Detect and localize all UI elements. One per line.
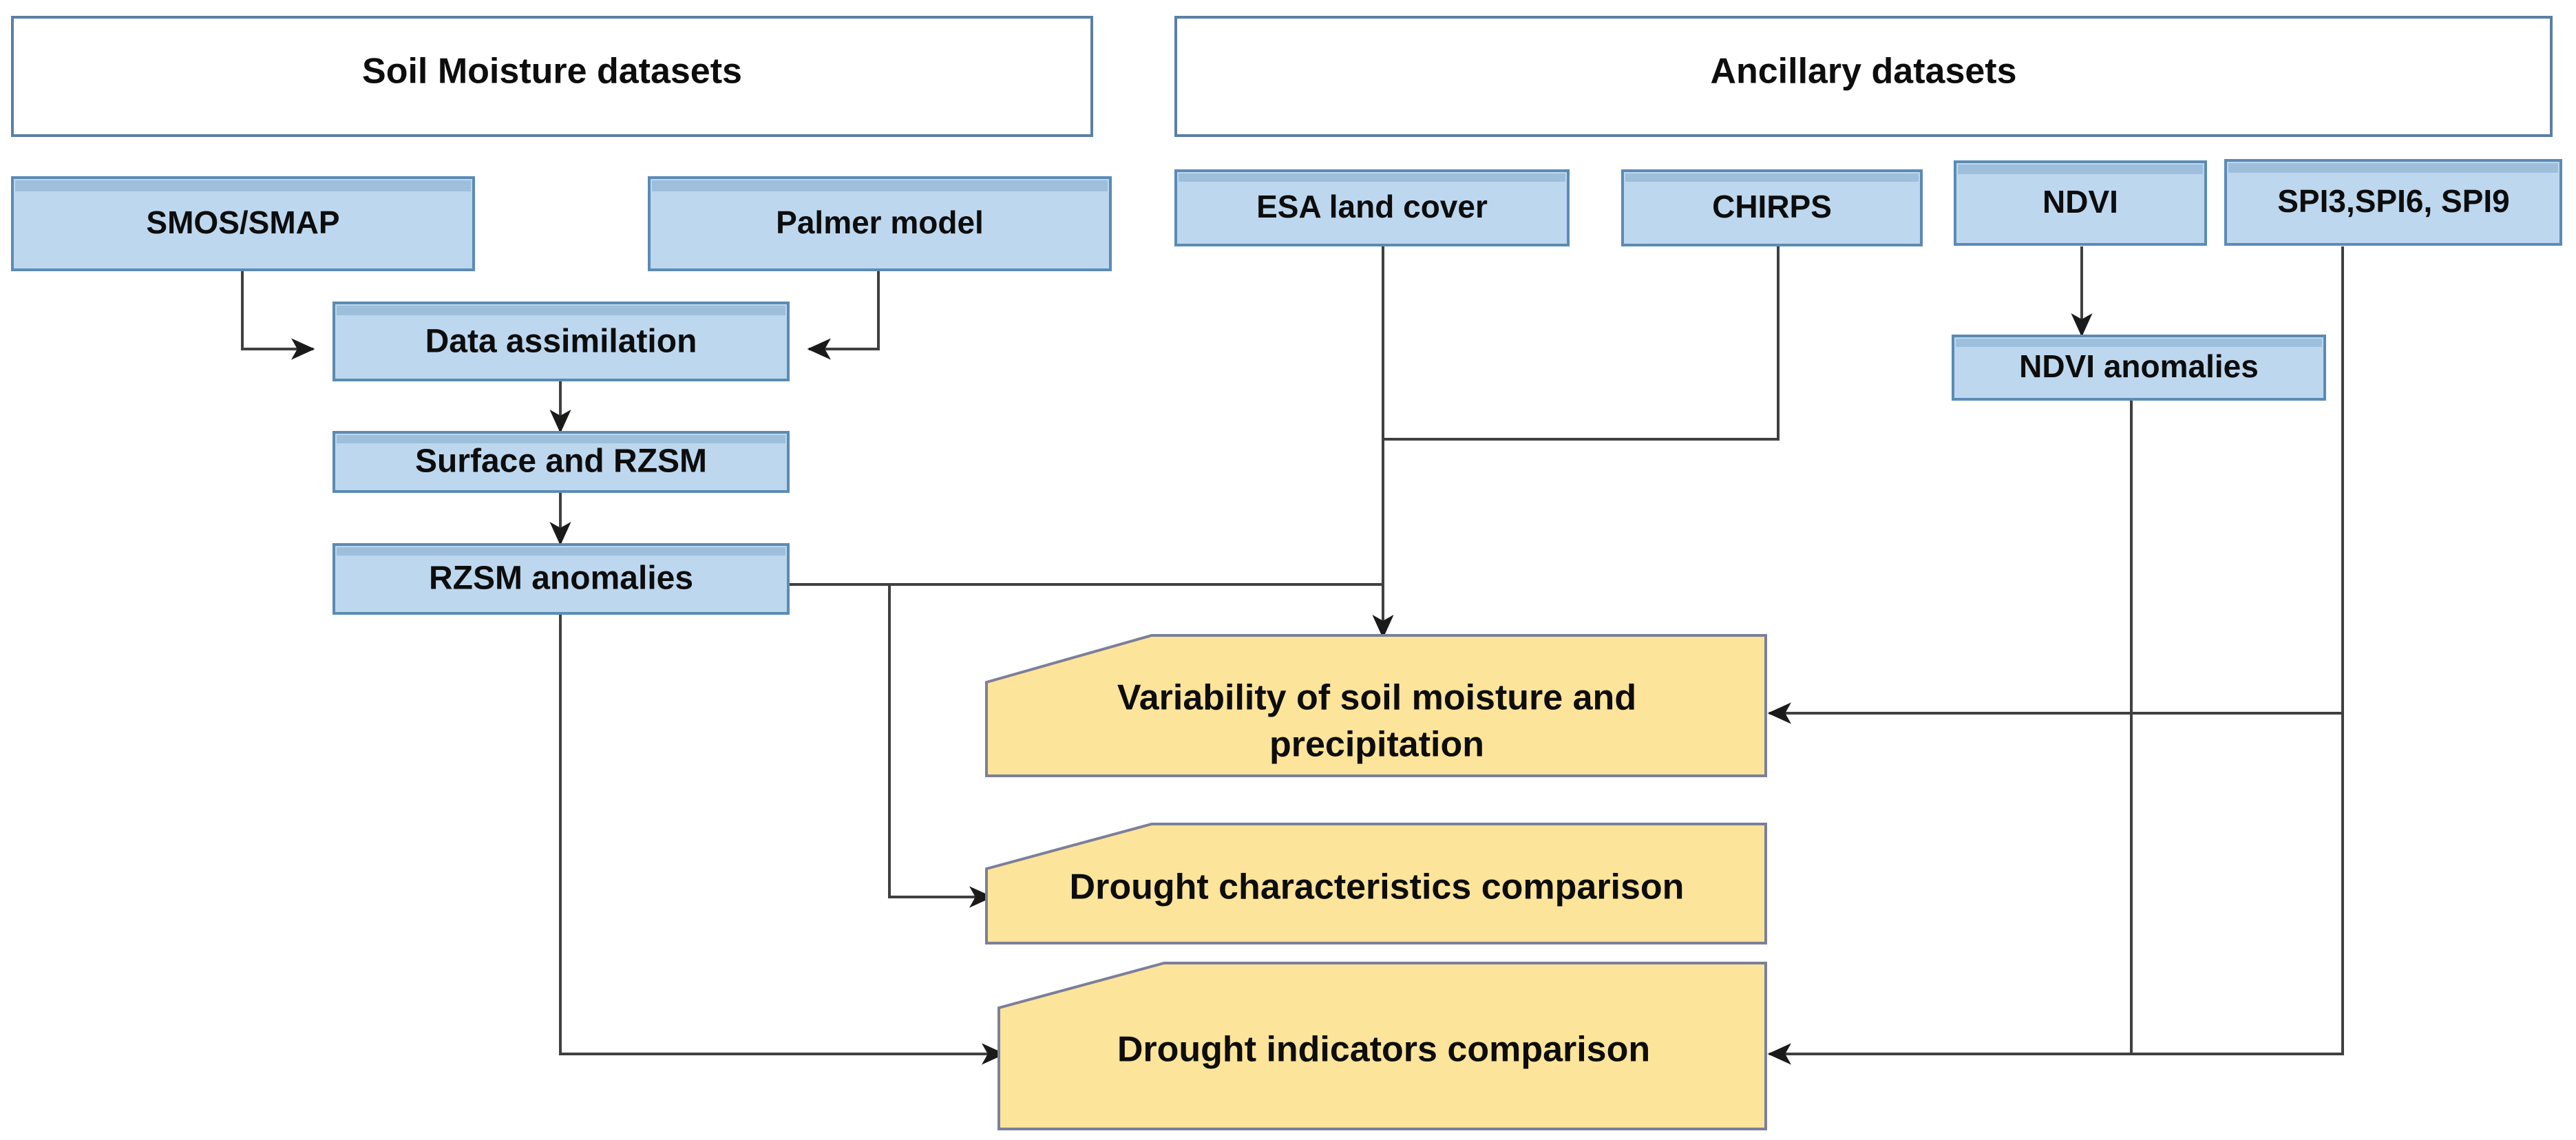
node-palmer-model[interactable]: Palmer model [648, 176, 1112, 271]
node-drought-ind-comp[interactable]: Drought indicators comparison [997, 962, 1767, 1130]
node-rzsm-anomalies[interactable]: RZSM anomalies [332, 543, 790, 615]
edge-spi-to-variability [1767, 246, 2344, 724]
node-ndvi-anomalies-label: NDVI anomalies [2019, 348, 2259, 384]
node-ndvi-anomalies[interactable]: NDVI anomalies [1952, 335, 2326, 401]
edge-rzsm-to-drought-indicators [559, 613, 1006, 1065]
node-drought-ind-comp-label: Drought indicators comparison [1117, 1030, 1650, 1070]
node-chirps-label: CHIRPS [1712, 189, 1832, 224]
edge-smos-to-assimilation [241, 270, 315, 360]
node-smos-smap[interactable]: SMOS/SMAP [11, 176, 475, 271]
edge-chirps-to-variability [1383, 246, 1780, 441]
node-variability-sm-precip[interactable]: Variability of soil moisture and precipi… [985, 634, 1767, 777]
node-variability-label-line1: Variability of soil moisture and [1117, 678, 1636, 718]
node-chirps[interactable]: CHIRPS [1621, 169, 1923, 246]
edge-palmer-to-assimilation [807, 270, 880, 360]
edge-ndvi-anomalies-to-drought-indicators [1767, 399, 2133, 1065]
soil-moisture-group: Soil Moisture datasets [11, 16, 1093, 137]
soil-moisture-group-label: Soil Moisture datasets [362, 52, 742, 92]
ancillary-group: Ancillary datasets [1174, 16, 2553, 137]
node-data-assimilation-label: Data assimilation [425, 324, 697, 360]
edge-spi-to-drought-indicators [2131, 713, 2344, 1055]
node-ndvi-label: NDVI [2042, 184, 2118, 220]
node-spi-indices[interactable]: SPI3,SPI6, SPI9 [2224, 159, 2562, 246]
node-spi-indices-label: SPI3,SPI6, SPI9 [2277, 183, 2510, 219]
node-palmer-model-label: Palmer model [776, 204, 984, 240]
node-drought-char-comp[interactable]: Drought characteristics comparison [985, 823, 1767, 944]
node-data-assimilation[interactable]: Data assimilation [332, 302, 790, 381]
ancillary-group-label: Ancillary datasets [1710, 52, 2016, 92]
node-variability-label-line2: precipitation [1269, 725, 1484, 765]
node-ndvi[interactable]: NDVI [1954, 160, 2207, 246]
node-surface-and-rzsm-label: Surface and RZSM [415, 443, 707, 480]
node-esa-land-cover[interactable]: ESA land cover [1174, 169, 1570, 246]
node-drought-char-comp-label: Drought characteristics comparison [1070, 867, 1685, 907]
node-surface-and-rzsm[interactable]: Surface and RZSM [332, 431, 790, 493]
node-smos-smap-label: SMOS/SMAP [146, 204, 339, 240]
node-rzsm-anomalies-label: RZSM anomalies [429, 560, 693, 597]
node-esa-land-cover-label: ESA land cover [1256, 189, 1488, 224]
edge-rzsm-to-drought-characteristics [888, 584, 993, 908]
